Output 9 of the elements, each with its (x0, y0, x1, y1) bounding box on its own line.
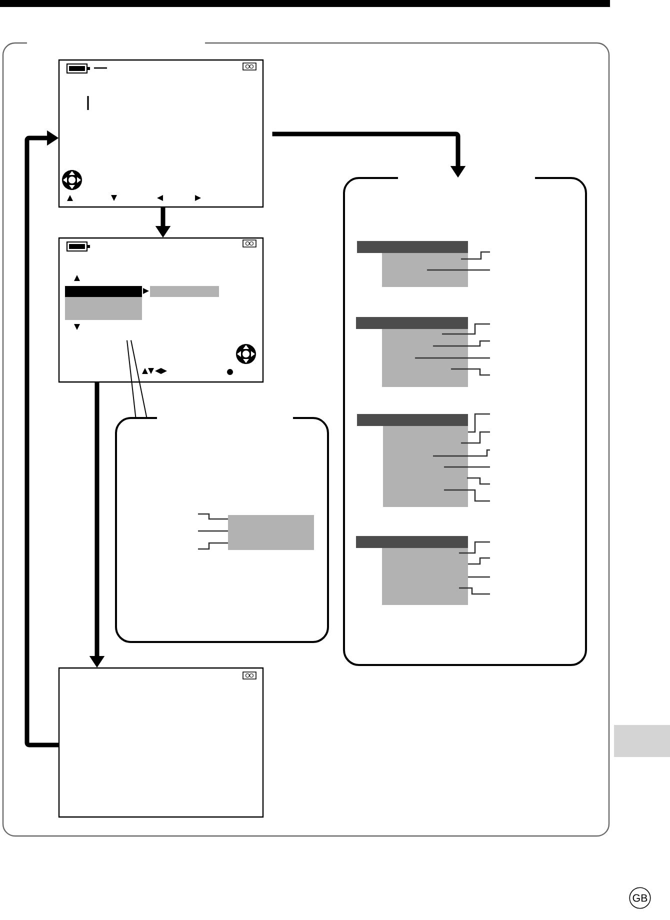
menu-box (343, 177, 587, 666)
panel-frame (2, 42, 610, 837)
screen (58, 237, 264, 383)
callout-pointer (126, 340, 148, 418)
arrow (24, 130, 59, 748)
screen (58, 59, 264, 208)
callout-box (115, 417, 329, 643)
screen (58, 667, 264, 818)
region-badge: GB (629, 887, 651, 909)
